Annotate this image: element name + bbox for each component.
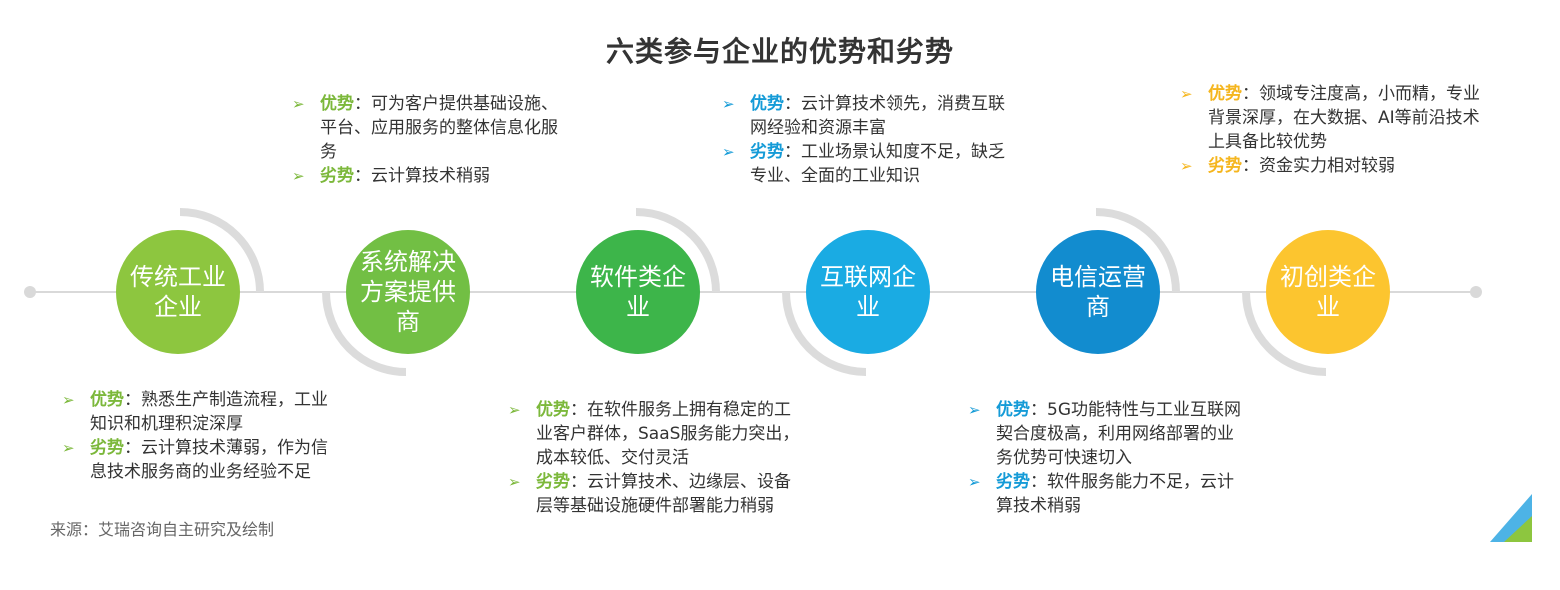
source-note: 来源：艾瑞咨询自主研究及绘制 [50,520,275,539]
node-label-solution: 系统解决方案提供商 [360,248,456,336]
block-telecom: ➢优势：5G功能特性与工业互联网契合度极高，利用网络部署的业务优势可快速切入 ➢… [968,398,1248,518]
node-arc [1095,208,1180,293]
chevron-right-icon: ➢ [62,391,75,409]
chevron-right-icon: ➢ [292,95,305,113]
node-solution-provider [346,230,470,354]
block-traditional: ➢优势：熟悉生产制造流程，工业知识和机理积淀深厚 ➢劣势：云计算技术薄弱，作为信… [62,388,337,484]
node-arc [782,291,867,376]
disadvantage-item: ➢劣势：云计算技术稍弱 [292,166,490,186]
disadvantage-item: ➢劣势：资金实力相对较弱 [1180,156,1395,176]
node-internet-company [806,230,930,354]
node-label-startup: 初创类企业 [1280,263,1376,321]
disadvantage-item: ➢劣势：云计算技术薄弱，作为信息技术服务商的业务经验不足 [62,438,328,482]
advantage-item: ➢优势：领域专注度高，小而精，专业背景深厚，在大数据、AI等前沿技术上具备比较优… [1180,84,1480,152]
advantage-item: ➢优势：可为客户提供基础设施、平台、应用服务的整体信息化服务 [292,94,558,162]
node-startup-company [1266,230,1390,354]
node-traditional-industry [116,230,240,354]
chevron-right-icon: ➢ [722,143,735,161]
advantage-item: ➢优势：熟悉生产制造流程，工业知识和机理积淀深厚 [62,390,328,434]
page-title: 六类参与企业的优势和劣势 [605,35,954,68]
node-arc [1242,291,1327,376]
corner-logo-triangle [1490,494,1532,542]
block-startup: ➢优势：领域专注度高，小而精，专业背景深厚，在大数据、AI等前沿技术上具备比较优… [1180,82,1480,178]
timeline-start-dot [24,286,36,298]
chevron-right-icon: ➢ [508,473,521,491]
node-arc [322,291,407,376]
advantage-item: ➢优势：云计算技术领先，消费互联网经验和资源丰富 [722,94,1005,138]
block-software: ➢优势：在软件服务上拥有稳定的工业客户群体，SaaS服务能力突出，成本较低、交付… [508,398,803,518]
disadvantage-item: ➢劣势：软件服务能力不足，云计算技术稍弱 [968,472,1234,516]
chevron-right-icon: ➢ [62,439,75,457]
chevron-right-icon: ➢ [968,401,981,419]
node-label-traditional: 传统工业企业 [130,263,226,321]
node-arc [635,208,720,293]
chevron-right-icon: ➢ [508,401,521,419]
corner-triangle-green [1504,516,1532,542]
chevron-right-icon: ➢ [292,167,305,185]
block-solution: ➢优势：可为客户提供基础设施、平台、应用服务的整体信息化服务 ➢劣势：云计算技术… [292,92,567,188]
advantage-item: ➢优势：在软件服务上拥有稳定的工业客户群体，SaaS服务能力突出，成本较低、交付… [508,400,800,468]
node-label-software: 软件类企业 [590,263,686,321]
timeline-end-dot [1470,286,1482,298]
node-label-internet: 互联网企业 [820,263,916,321]
node-software-company [576,230,700,354]
node-arc [179,208,264,293]
node-telecom-operator [1036,230,1160,354]
disadvantage-item: ➢劣势：云计算技术、边缘层、设备层等基础设施硬件部署能力稍弱 [508,472,791,516]
chevron-right-icon: ➢ [1180,85,1193,103]
disadvantage-item: ➢劣势：工业场景认知度不足，缺乏专业、全面的工业知识 [722,142,1005,186]
advantage-item: ➢优势：5G功能特性与工业互联网契合度极高，利用网络部署的业务优势可快速切入 [968,400,1241,468]
chevron-right-icon: ➢ [968,473,981,491]
chevron-right-icon: ➢ [722,95,735,113]
chevron-right-icon: ➢ [1180,157,1193,175]
node-label-telecom: 电信运营商 [1050,263,1146,321]
block-internet: ➢优势：云计算技术领先，消费互联网经验和资源丰富 ➢劣势：工业场景认知度不足，缺… [722,92,1012,188]
